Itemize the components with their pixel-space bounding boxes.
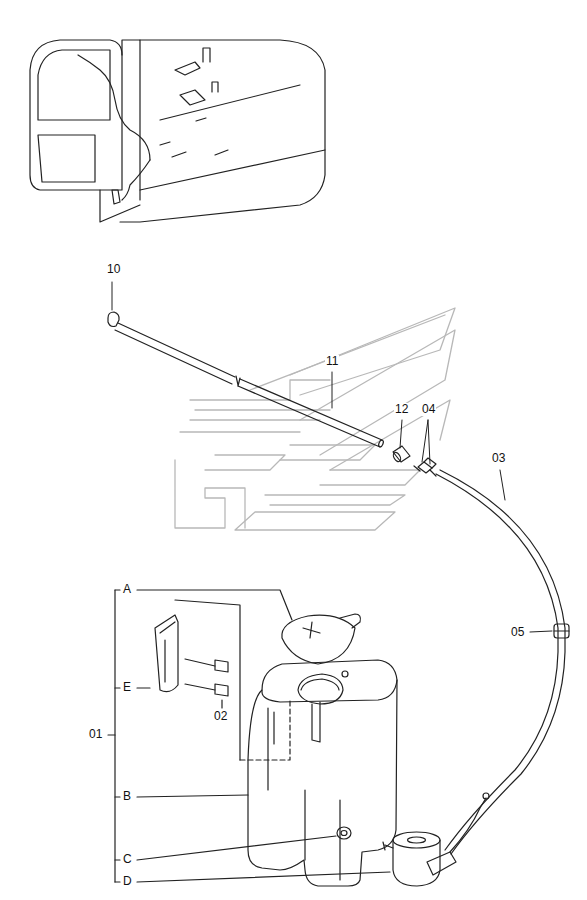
bracket-01 [108, 590, 120, 882]
callout-number: 03 [491, 452, 506, 465]
callout-number: E [122, 681, 132, 694]
callout-number: 05 [510, 626, 525, 639]
watermark-logo [175, 308, 455, 530]
hose-03 [436, 470, 565, 854]
clip-10 [108, 312, 119, 327]
callout-number: 10 [106, 263, 121, 276]
washer-pump [137, 793, 489, 886]
callout-number: 11 [325, 355, 339, 368]
callout-number: 12 [394, 403, 409, 416]
tank-cap [137, 590, 360, 664]
washer-tank [137, 660, 397, 886]
callout-number: C [122, 853, 133, 866]
bracket-panel [175, 600, 290, 760]
callout-number: A [122, 583, 132, 596]
callout-number: 02 [213, 710, 228, 723]
bolts-02 [185, 659, 228, 708]
fitting-12 [392, 446, 410, 463]
hose-11 [115, 323, 384, 448]
leader-lines [112, 282, 552, 632]
callout-number: D [122, 875, 133, 888]
callout-number: B [122, 790, 132, 803]
bracket-E [137, 615, 178, 692]
callout-number: 04 [421, 403, 436, 416]
callout-number: 01 [88, 728, 103, 741]
excavator-sketch [30, 40, 325, 222]
connector-04 [414, 458, 436, 476]
grommet-05 [554, 624, 569, 638]
washer-C [137, 827, 351, 860]
